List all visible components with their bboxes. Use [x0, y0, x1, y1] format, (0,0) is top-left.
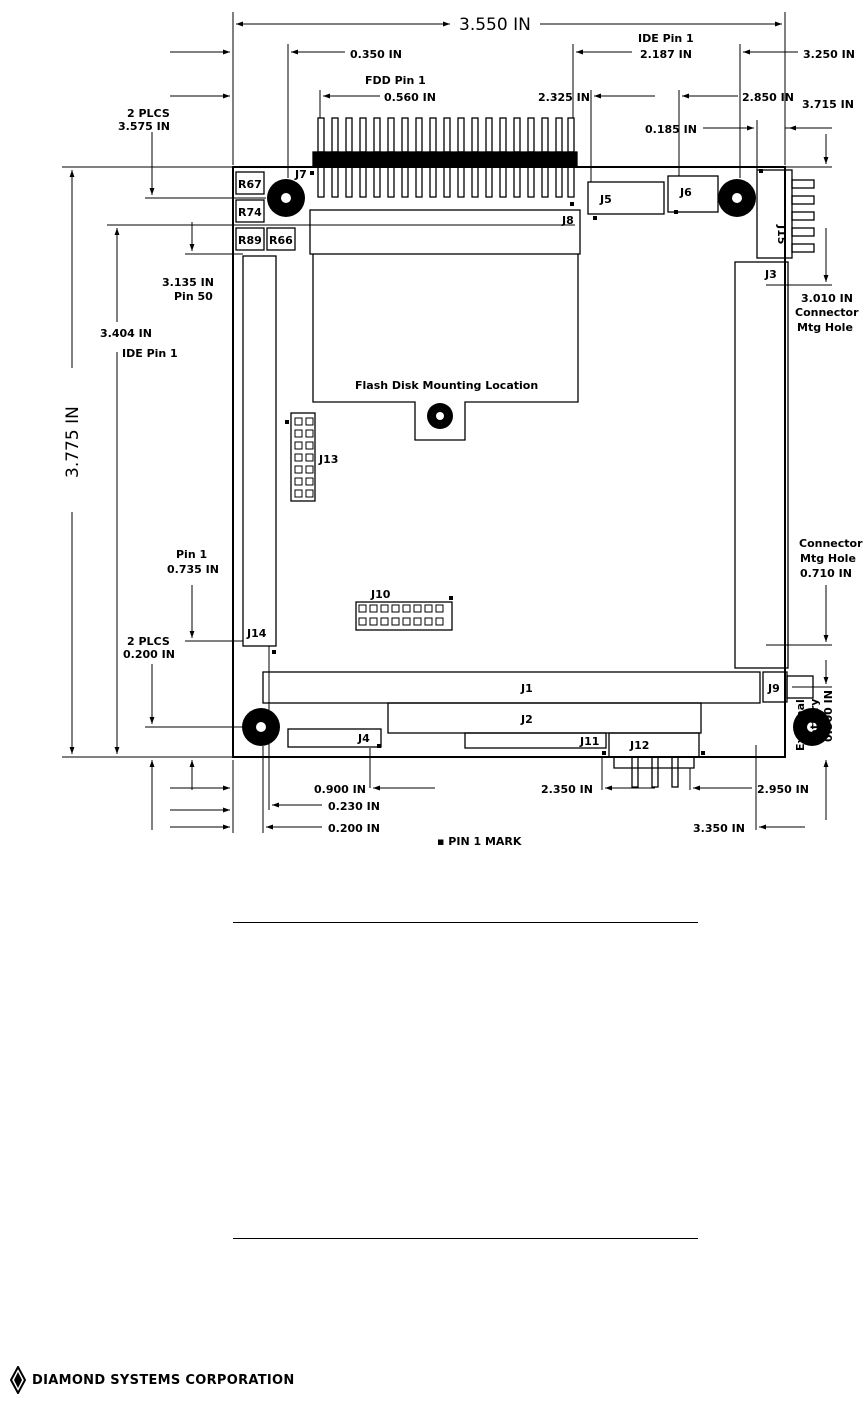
j10-pins [358, 604, 444, 626]
connector-j4 [287, 728, 382, 748]
resistor-r74 [235, 199, 265, 223]
dim-bottom-holes-y: 0.200 IN [123, 648, 175, 661]
dim-j3-hole-label-1: Connector [799, 537, 863, 550]
label-r66: R66 [269, 234, 293, 247]
pin1-marks [272, 169, 763, 755]
dim-j15-hole-label-1: Connector [795, 306, 859, 319]
label-j11: J11 [579, 735, 599, 748]
label-j15: J15 [775, 224, 788, 244]
dim-j3-offset: 0.185 IN [645, 123, 697, 136]
dim-ide-pin1-top-x: 2.187 IN [640, 48, 692, 61]
connector-j8 [309, 209, 581, 255]
connector-j10 [355, 601, 453, 631]
dim-fdd-pin1-label: FDD Pin 1 [365, 74, 426, 87]
label-j6: J6 [679, 186, 692, 199]
dim-pin50-y: 3.135 IN [162, 276, 214, 289]
connector-j13 [290, 412, 316, 502]
resistor-r67 [235, 171, 265, 195]
label-j9: J9 [767, 682, 780, 695]
label-j3: J3 [764, 268, 777, 281]
fdd-connector-pins [317, 117, 575, 198]
label-j13: J13 [318, 453, 338, 466]
connector-j1 [262, 671, 761, 704]
label-j8: J8 [561, 214, 574, 227]
footer: DIAMOND SYSTEMS CORPORATION [10, 1366, 295, 1394]
dim-j3-hole-y: 0.710 IN [800, 567, 852, 580]
dim-j5-x: 2.325 IN [538, 91, 590, 104]
dim-hole-x: 0.200 IN [328, 822, 380, 835]
dim-ide-pin1-y: 3.404 IN [100, 327, 152, 340]
j13-pins [294, 417, 314, 498]
dim-j15-hole-y: 3.010 IN [801, 292, 853, 305]
dim-j15-x: 3.715 IN [802, 98, 854, 111]
label-r67: R67 [238, 178, 262, 191]
label-j10: J10 [370, 588, 391, 601]
resistor-r89 [235, 227, 265, 251]
dim-battery-y: 0.500 IN [822, 690, 835, 742]
label-j5: J5 [599, 193, 612, 206]
connector-j14 [242, 255, 277, 647]
connector-j15 [756, 169, 793, 259]
dim-right-hole-x: 3.250 IN [803, 48, 855, 61]
dim-top-holes-plcs: 2 PLCS [127, 107, 170, 120]
label-j2: J2 [520, 713, 533, 726]
bottom-rule [233, 1238, 698, 1239]
label-r74: R74 [238, 206, 262, 219]
label-j4: J4 [357, 732, 370, 745]
label-r89: R89 [238, 234, 262, 247]
dim-bottom-holes-plcs: 2 PLCS [127, 635, 170, 648]
board-outline [232, 166, 786, 758]
dim-j15-hole-label-2: Mtg Hole [797, 321, 853, 334]
dim-j12-x: 2.950 IN [757, 783, 809, 796]
connector-j3 [734, 261, 789, 669]
dim-ide-pin1-label: IDE Pin 1 [122, 347, 178, 360]
top-rule [233, 922, 698, 923]
dim-battery-label-2: Battery [808, 699, 821, 745]
mounting-holes [242, 179, 831, 746]
dim-ide-pin1-top-label: IDE Pin 1 [638, 32, 694, 45]
dim-battery-label-1: External [794, 699, 807, 751]
overall-height-label: 3.775 IN [63, 406, 83, 478]
dim-j14-pin1-y: 0.735 IN [167, 563, 219, 576]
pin1-mark-legend: ▪ PIN 1 MARK [437, 835, 522, 848]
flash-disk-outline [312, 254, 579, 441]
label-j12: J12 [629, 739, 649, 752]
dim-fdd-pin1-x: 0.560 IN [384, 91, 436, 104]
dim-j6-x: 2.850 IN [742, 91, 794, 104]
label-j1: J1 [520, 682, 533, 695]
j15-pins [791, 179, 815, 253]
dim-j7-x: 0.350 IN [350, 48, 402, 61]
dim-j14-x: 0.230 IN [328, 800, 380, 813]
dim-right-bottom-hole-x: 3.350 IN [693, 822, 745, 835]
company-name: DIAMOND SYSTEMS CORPORATION [32, 1372, 295, 1388]
connector-j2 [387, 702, 702, 734]
label-j14: J14 [246, 627, 267, 640]
dim-pin50-label: Pin 50 [174, 290, 213, 303]
connector-j6 [667, 175, 719, 213]
label-flash: Flash Disk Mounting Location [355, 379, 538, 392]
fdd-connector-j7 [312, 151, 578, 168]
diamond-logo-icon [10, 1366, 26, 1394]
dim-j4-x: 0.900 IN [314, 783, 366, 796]
label-j7: J7 [294, 168, 307, 181]
connector-j11 [464, 732, 607, 749]
connector-j5 [587, 181, 665, 215]
resistor-r66 [266, 227, 296, 251]
j12-pins [613, 756, 695, 788]
dim-j3-hole-label-2: Mtg Hole [800, 552, 856, 565]
overall-width-label: 3.550 IN [459, 15, 531, 35]
dim-j11-x: 2.350 IN [541, 783, 593, 796]
dim-top-holes-y: 3.575 IN [118, 120, 170, 133]
connector-j12 [608, 732, 700, 758]
dim-j14-pin1-label: Pin 1 [176, 548, 207, 561]
